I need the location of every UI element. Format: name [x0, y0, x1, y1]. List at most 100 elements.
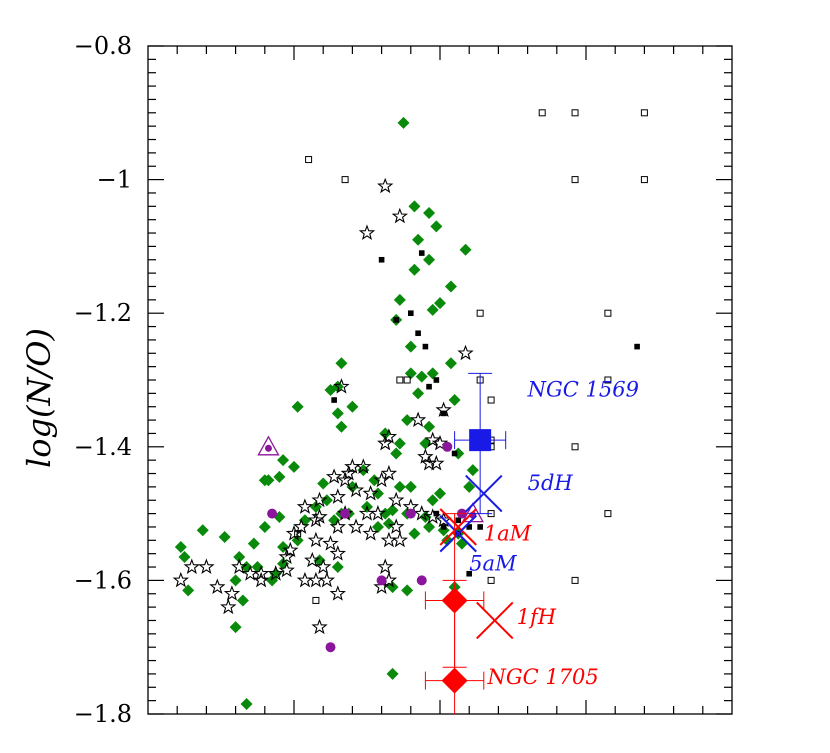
diamond-point: [434, 297, 446, 310]
plot-frame: [147, 45, 733, 715]
diamond-point: [273, 470, 286, 483]
diamond-point: [346, 400, 359, 413]
y-tick-label: −1.4: [74, 433, 132, 461]
diamond-point: [178, 551, 191, 564]
diamond-point: [441, 534, 454, 547]
diamond-point: [371, 520, 384, 533]
open-square-point: [487, 576, 495, 584]
diamond-point: [393, 480, 406, 493]
star-point: [369, 505, 387, 521]
annotation-label: 5dH: [528, 471, 574, 495]
filled-square-point: [440, 410, 447, 417]
diamond-point: [368, 474, 381, 487]
star-point: [329, 585, 347, 601]
filled-square-point: [466, 524, 472, 530]
star-point: [413, 505, 430, 521]
star-point: [322, 535, 339, 551]
diamond-point: [401, 584, 414, 597]
filled-square-point: [440, 524, 447, 530]
star-point: [223, 585, 241, 601]
star-point: [220, 598, 237, 615]
open-square-point: [640, 176, 648, 184]
star-point: [344, 458, 361, 474]
diamond-point: [459, 243, 472, 256]
open-square-point: [604, 376, 612, 384]
triangle-dot: [264, 444, 272, 452]
diamond-point: [444, 280, 457, 293]
star-point: [362, 525, 379, 541]
diamond-point: [335, 357, 348, 370]
star-point: [326, 468, 343, 484]
star-point: [428, 454, 445, 471]
star-point: [231, 558, 248, 575]
star-point: [209, 578, 226, 594]
diamond-point: [412, 233, 425, 246]
star-point: [347, 518, 365, 534]
diamond-point: [423, 420, 436, 433]
star-point: [241, 565, 259, 581]
star-point: [267, 565, 284, 581]
star-point: [318, 571, 336, 588]
diamond-point: [434, 487, 446, 500]
filled-square-point: [433, 510, 440, 517]
star-point: [333, 378, 350, 394]
x-cross-point: [465, 474, 503, 513]
diamond-point: [240, 697, 253, 710]
data-marks: [172, 109, 648, 714]
y-tick-label: −1.2: [74, 299, 132, 327]
filled-square-point: [634, 343, 640, 350]
star-point: [278, 561, 295, 578]
diamond-point: [258, 520, 271, 533]
diamond-point: [320, 494, 333, 507]
star-point: [329, 518, 347, 534]
y-tick-label: −1.6: [74, 566, 132, 594]
diamond-point: [408, 263, 421, 276]
diamond-point: [251, 561, 264, 574]
axes: −1.8−1.6−1.4−1.2−1−0.8: [74, 32, 733, 728]
y-tick-label: −1.8: [74, 700, 132, 728]
diamond-point: [229, 621, 242, 634]
star-point: [347, 481, 365, 498]
annotation-label: 1fH: [517, 605, 557, 629]
diamond-point: [463, 480, 476, 493]
star-point: [285, 524, 303, 541]
star-point: [380, 531, 398, 548]
star-point: [311, 508, 328, 524]
diamond-point: [390, 447, 403, 460]
diamond-point: [218, 530, 231, 543]
open-square-point: [312, 596, 320, 604]
diamond-point: [288, 460, 300, 473]
star-point: [373, 578, 390, 594]
open-square-point: [396, 376, 404, 384]
star-point: [362, 485, 379, 501]
filled-square-point: [426, 383, 432, 390]
y-tick-label: −0.8: [74, 32, 132, 60]
circle-point: [442, 441, 453, 452]
star-point: [296, 498, 314, 514]
open-square-point: [640, 109, 648, 117]
annotation-label: NGC 1569: [527, 378, 639, 402]
star-point: [391, 207, 409, 224]
diamond-point: [404, 340, 417, 353]
diamond-point: [401, 414, 414, 427]
diamond-point: [291, 400, 304, 413]
diamond-point: [412, 387, 425, 400]
diamond-point: [386, 504, 399, 517]
diamond-point: [324, 384, 337, 397]
filled-square-point: [393, 317, 399, 323]
filled-square-point: [477, 524, 483, 530]
filled-square-point: [418, 250, 425, 256]
star-point: [457, 344, 474, 361]
diamond-point: [466, 464, 479, 477]
star-point: [252, 571, 270, 588]
star-point: [304, 551, 321, 568]
diamond-point: [182, 584, 195, 597]
star-point: [307, 511, 325, 528]
star-point: [278, 548, 295, 564]
circle-point: [376, 575, 387, 586]
diamond-point: [262, 474, 275, 487]
diamond-point: [331, 407, 344, 420]
star-point: [311, 618, 328, 635]
star-point: [329, 545, 347, 561]
filled-square-point: [455, 517, 462, 524]
